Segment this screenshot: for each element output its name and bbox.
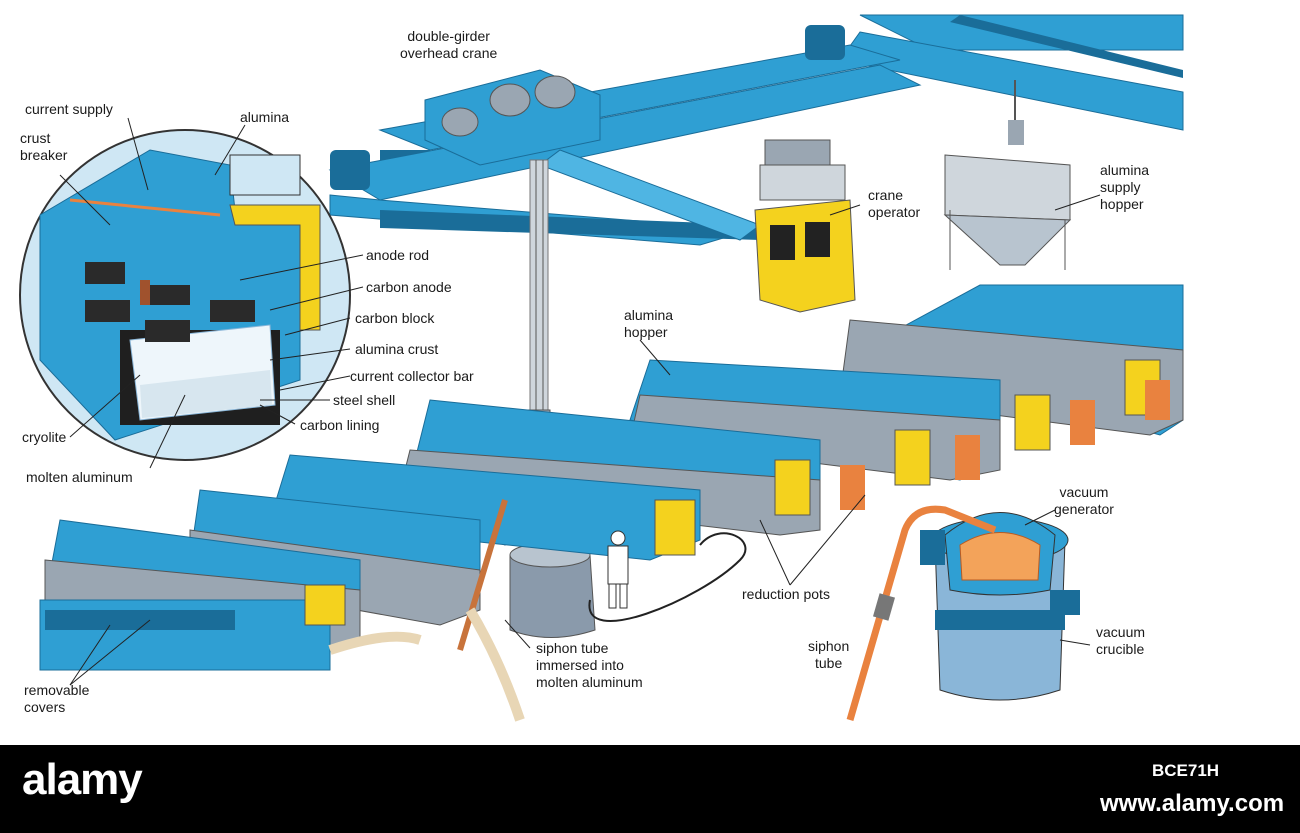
label-carbon-block: carbon block <box>355 310 435 326</box>
label-crust-breaker: crust breaker <box>20 130 67 164</box>
label-line: siphon tube <box>536 640 609 656</box>
label-line: hopper <box>624 324 668 340</box>
label-line: generator <box>1054 501 1114 517</box>
label-siphon-tube: siphon tube <box>808 638 849 672</box>
alumina-supply-hopper <box>943 80 1072 270</box>
label-line: double-girder <box>407 28 490 44</box>
label-line: covers <box>24 699 66 715</box>
label-line: operator <box>868 204 921 220</box>
siphon-tube-free <box>846 505 997 721</box>
label-double-girder-overhead-crane: double-girder overhead crane <box>400 28 497 62</box>
crane-trolley <box>424 69 601 411</box>
aluminum-pour <box>328 631 422 655</box>
label-carbon-lining: carbon lining <box>300 417 380 433</box>
pot-cutaway-inset <box>19 129 351 461</box>
label-alumina-supply-hopper: alumina supply hopper <box>1100 162 1149 213</box>
site-url: www.alamy.com <box>1100 790 1285 817</box>
label-anode-rod: anode rod <box>366 247 430 263</box>
label-line: tube <box>815 655 843 671</box>
label-line: molten aluminum <box>536 674 643 690</box>
label-line: crust <box>20 130 51 146</box>
operator-cab <box>754 139 856 313</box>
label-alumina-hopper: alumina hopper <box>624 307 673 341</box>
label-line: siphon <box>808 638 850 654</box>
siphon-hose <box>588 532 747 622</box>
label-line: supply <box>1100 179 1141 195</box>
image-code: BCE71H <box>1152 761 1220 780</box>
crane-rail-upper <box>839 14 1184 131</box>
label-line: alumina <box>1100 162 1150 178</box>
label-line: vacuum <box>1096 624 1146 640</box>
label-cryolite: cryolite <box>22 429 67 445</box>
brand-logo: alamy <box>22 755 143 804</box>
label-steel-shell: steel shell <box>333 392 396 408</box>
vacuum-crucible <box>920 512 1080 701</box>
label-vacuum-crucible: vacuum crucible <box>1096 624 1145 658</box>
illustration <box>19 14 1184 722</box>
label-line: crucible <box>1096 641 1145 657</box>
label-carbon-anode: carbon anode <box>366 279 452 295</box>
label-line: alumina <box>624 307 674 323</box>
label-vacuum-generator: vacuum generator <box>1054 484 1114 518</box>
label-line: breaker <box>20 147 68 163</box>
label-line: vacuum <box>1059 484 1109 500</box>
stock-footer: alamy BCE71H www.alamy.com <box>0 745 1300 833</box>
label-alumina-crust: alumina crust <box>355 341 439 357</box>
label-current-supply: current supply <box>25 101 113 117</box>
label-molten-aluminum: molten aluminum <box>26 469 133 485</box>
molten-stream <box>465 607 525 722</box>
label-line: removable <box>24 682 90 698</box>
label-current-collector-bar: current collector bar <box>350 368 474 384</box>
label-line: hopper <box>1100 196 1144 212</box>
worker-figure <box>607 530 629 609</box>
siphon-tube-coupling <box>873 593 895 621</box>
siphon-pipe <box>457 499 508 651</box>
label-line: overhead crane <box>400 45 498 61</box>
label-crane-operator: crane operator <box>868 187 920 221</box>
label-siphon-tube-immersed: siphon tube immersed into molten aluminu… <box>536 640 643 691</box>
label-removable-covers: removable covers <box>24 682 89 716</box>
label-line: immersed into <box>536 657 624 673</box>
label-line: crane <box>868 187 904 203</box>
leader-lines <box>59 117 1101 686</box>
reduction-pot-rows <box>39 284 1184 671</box>
label-alumina: alumina <box>240 109 290 125</box>
label-reduction-pots: reduction pots <box>742 586 830 602</box>
aluminum-smelter-diagram <box>19 14 1184 722</box>
